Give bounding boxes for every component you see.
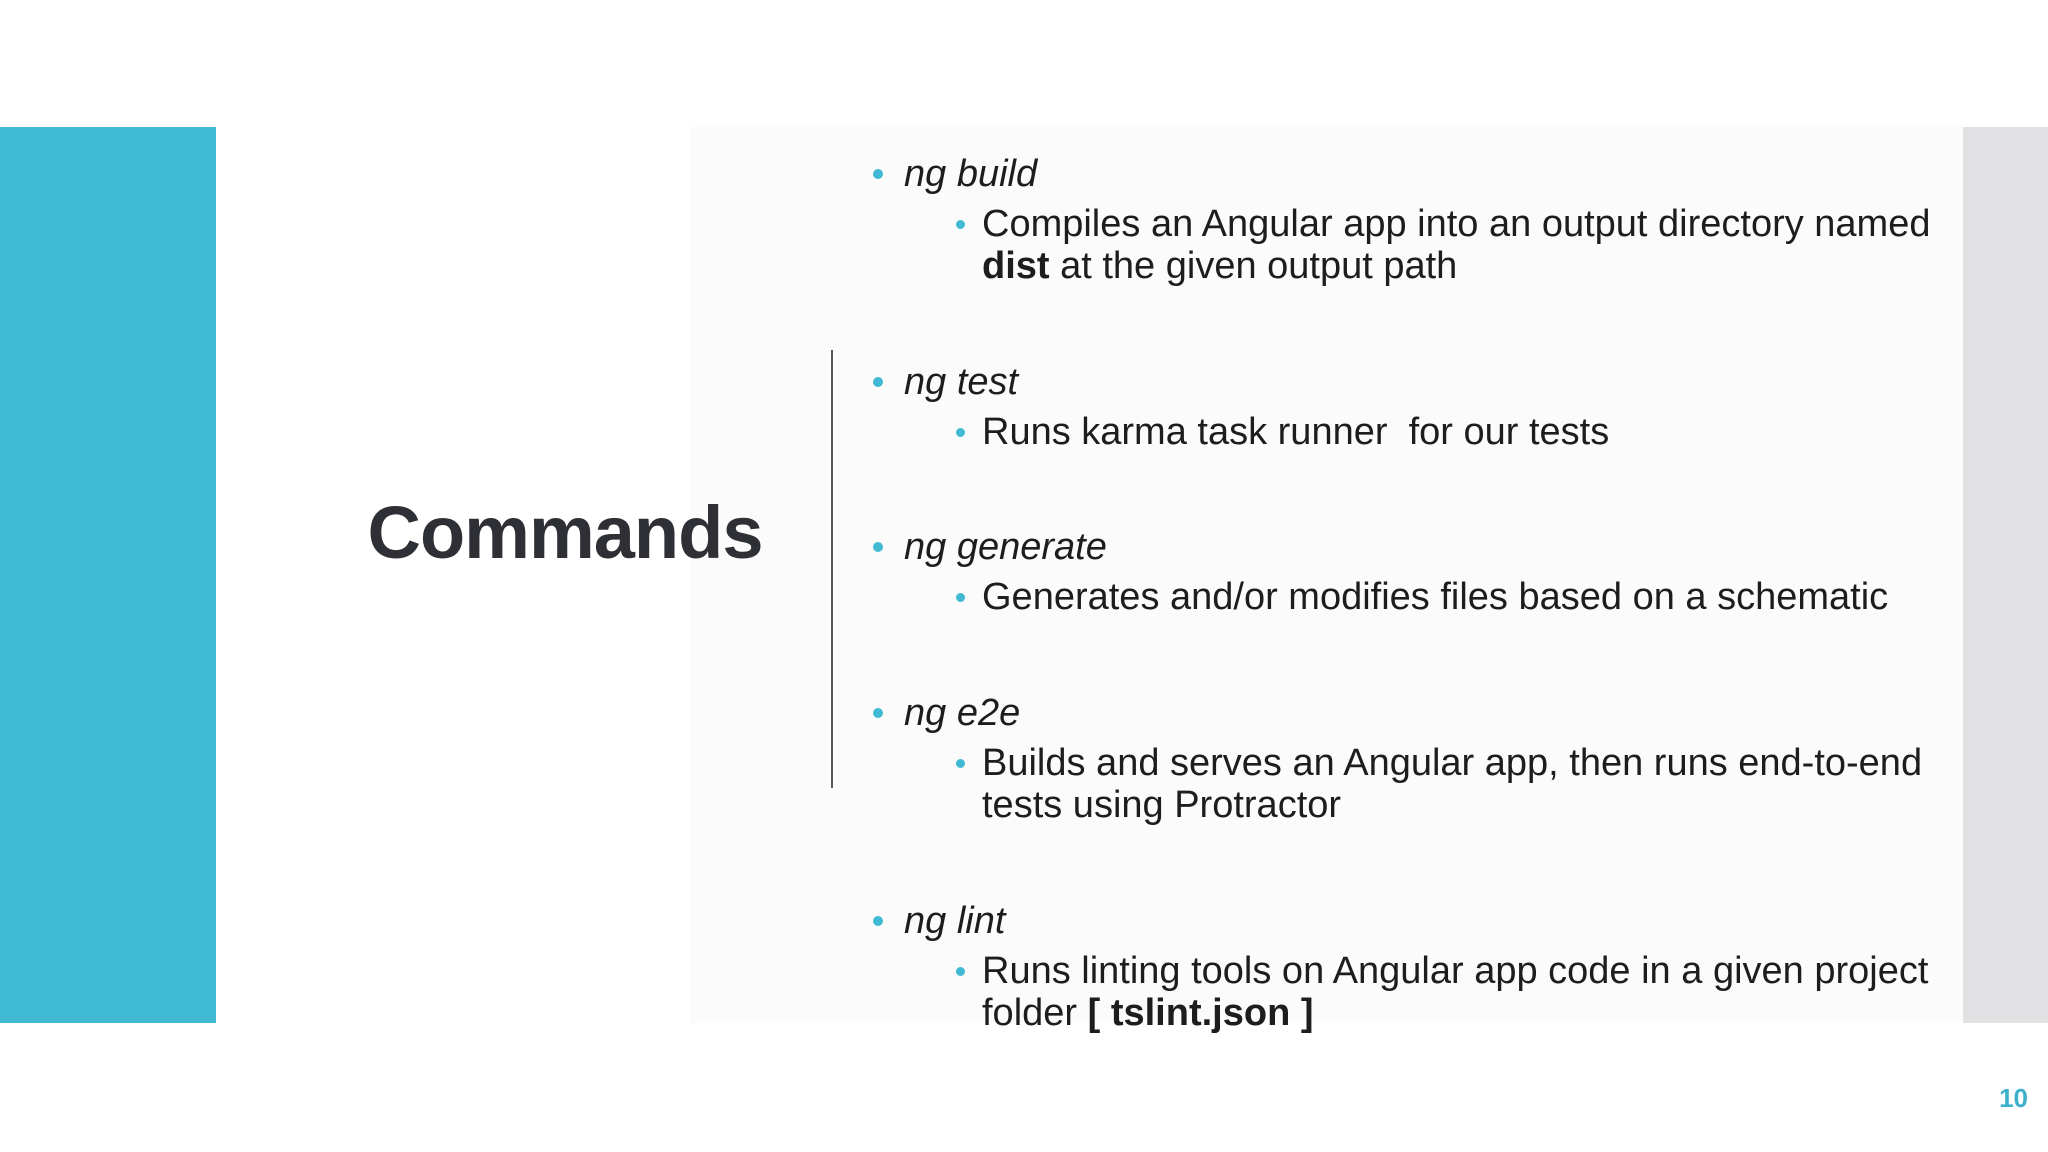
sub-bullet-icon (956, 593, 965, 603)
command-name: ng e2e (904, 692, 1021, 735)
content-background-band (690, 127, 1963, 1023)
command-item: ng build (866, 150, 1976, 198)
description-bold-text: dist (982, 244, 1050, 287)
description-text: Builds and serves an Angular app, then r… (982, 742, 1933, 826)
command-name: ng build (904, 153, 1038, 195)
command-description: Generates and/or modifies files based on… (982, 576, 1957, 619)
bullet-icon (873, 915, 883, 926)
command-description-row: Runs karma task runner for our tests (956, 410, 1976, 454)
description-text: at the given output path (1049, 244, 1458, 287)
command-item: ng generate (866, 523, 1976, 571)
command-group: ng test Runs karma task runner for our t… (866, 358, 1976, 454)
command-item: ng lint (866, 897, 1976, 945)
sub-bullet-icon (956, 220, 965, 229)
command-group: ng build Compiles an Angular app into an… (866, 150, 1976, 288)
left-accent-bar (0, 127, 216, 1023)
sub-bullet-icon (956, 759, 965, 769)
bullet-icon (873, 376, 883, 387)
command-description: Runs linting tools on Angular app code i… (982, 949, 1957, 1035)
command-group: ng generate Generates and/or modifies fi… (866, 523, 1976, 619)
page-number: 10 (1999, 1083, 2028, 1113)
command-description: Runs karma task runner for our tests (982, 410, 1957, 454)
command-description-row: Generates and/or modifies files based on… (956, 576, 1976, 619)
right-accent-bar (1963, 127, 2048, 1023)
command-item: ng e2e (866, 689, 1976, 737)
sub-bullet-icon (956, 966, 965, 976)
command-description-row: Runs linting tools on Angular app code i… (956, 949, 1976, 1035)
description-text: Compiles an Angular app into an output d… (982, 203, 1942, 245)
bullet-icon (873, 542, 883, 553)
command-name: ng lint (904, 899, 1006, 942)
description-text: Runs karma task runner for our tests (982, 410, 1610, 453)
command-name: ng generate (904, 526, 1107, 569)
bullet-icon (873, 708, 883, 719)
description-bold-text: [ tslint.json ] (1087, 991, 1314, 1034)
command-list: ng build Compiles an Angular app into an… (866, 150, 1976, 1104)
command-description: Compiles an Angular app into an output d… (982, 203, 1957, 288)
command-name: ng test (904, 360, 1019, 403)
command-group: ng lint Runs linting tools on Angular ap… (866, 897, 1976, 1035)
slide-title: Commands (367, 491, 764, 574)
description-text: Runs linting tools on Angular app code i… (982, 949, 1939, 1034)
command-item: ng test (866, 358, 1976, 406)
sub-bullet-icon (956, 427, 965, 437)
vertical-divider (831, 350, 833, 788)
command-description: Builds and serves an Angular app, then r… (982, 742, 1957, 827)
command-description-row: Builds and serves an Angular app, then r… (956, 742, 1976, 827)
command-group: ng e2e Builds and serves an Angular app,… (866, 689, 1976, 827)
bullet-icon (873, 169, 883, 179)
description-text: Generates and/or modifies files based on… (982, 576, 1889, 619)
command-description-row: Compiles an Angular app into an output d… (956, 203, 1976, 288)
